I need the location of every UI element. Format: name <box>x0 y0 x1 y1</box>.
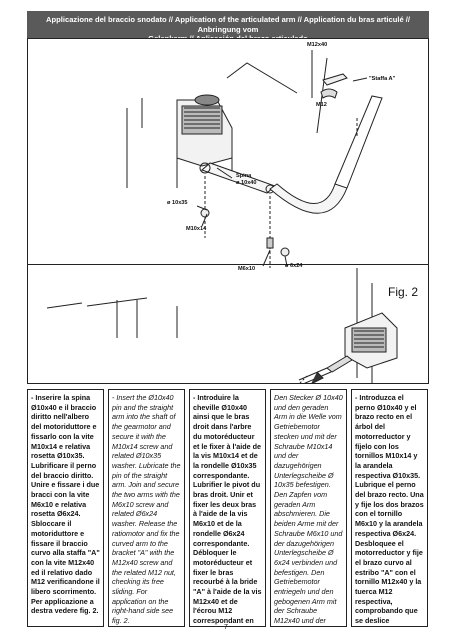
label-m12: M12 <box>316 102 327 108</box>
instruction-column-french: - Introduire la cheville Ø10x40 ainsi qu… <box>189 389 266 627</box>
figure-2-label: Fig. 2 <box>388 285 419 299</box>
label-d6x24: ø 6x24 <box>285 263 303 269</box>
figure-divider <box>27 264 429 265</box>
label-m10x14: M10x14 <box>186 226 207 232</box>
instruction-column-english: - Insert the Ø10x40 pin and the straight… <box>108 389 185 627</box>
section-header: Applicazione del braccio snodato // Appl… <box>27 11 429 43</box>
label-m12x40: M12x40 <box>307 42 328 48</box>
label-spina: Spina <box>236 173 252 179</box>
label-spina-size: ø 10x40 <box>236 180 257 186</box>
instruction-column-spanish: - Introduzca el perno Ø10x40 y el brazo … <box>351 389 428 627</box>
assembly-drawing <box>46 50 398 384</box>
label-d10x35: ø 10x35 <box>167 200 188 206</box>
label-m6x10: M6x10 <box>238 266 256 272</box>
page-number: 7 <box>224 624 228 631</box>
instruction-column-italian: - Inserire la spina Ø10x40 e il braccio … <box>27 389 104 627</box>
instruction-column-german: Den Stecker Ø 10x40 und den geraden Arm … <box>270 389 347 627</box>
header-line-1: Applicazione del braccio snodato // Appl… <box>46 15 410 34</box>
figure-frame <box>27 38 429 384</box>
label-staffa-a: "Staffa A" <box>369 76 396 82</box>
